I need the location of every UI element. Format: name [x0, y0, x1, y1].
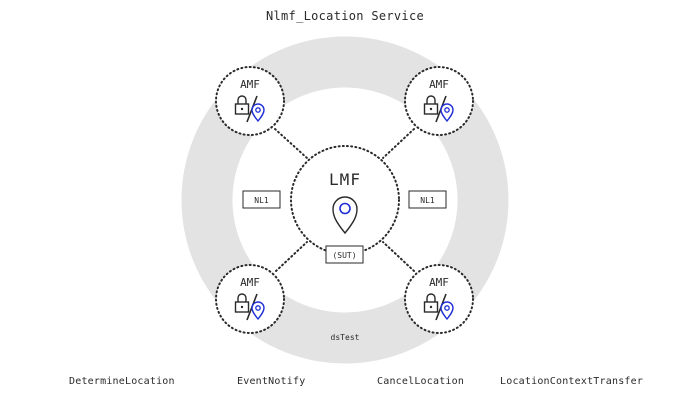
interface-nl1-right-label: NL1: [420, 196, 435, 205]
lock-icon: [423, 95, 439, 115]
lmf-label: LMF: [329, 170, 361, 189]
operation-event-notify: EventNotify: [237, 376, 306, 387]
interface-nl1-left: NL1: [242, 190, 281, 209]
sut-tag: (SUT): [325, 245, 364, 264]
amf-label: AMF: [240, 276, 260, 289]
location-pin-icon: [440, 301, 454, 321]
location-pin-icon: [251, 103, 265, 123]
lock-icon: [234, 95, 250, 115]
diagram-title: Nlmf_Location Service: [265, 9, 425, 23]
amf-label: AMF: [429, 78, 449, 91]
operation-cancel-location: CancelLocation: [377, 376, 465, 387]
dstest-ring: [181, 36, 509, 364]
connector-bottom-left: [275, 241, 308, 272]
interface-nl1-right: NL1: [408, 190, 447, 209]
connector-top-right: [382, 128, 415, 159]
connector-top-left: [274, 128, 308, 159]
connector-bottom-right: [382, 241, 415, 272]
amf-node-top-right: AMF: [404, 66, 474, 136]
location-pin-icon: [332, 196, 358, 235]
amf-node-bottom-left: AMF: [215, 264, 285, 334]
amf-label: AMF: [429, 276, 449, 289]
lock-icon: [234, 293, 250, 313]
amf-label: AMF: [240, 78, 260, 91]
lock-icon: [423, 293, 439, 313]
operation-determine-location: DetermineLocation: [69, 376, 175, 387]
lmf-node: LMF: [290, 145, 400, 255]
interface-nl1-left-label: NL1: [254, 196, 269, 205]
connectors: [274, 128, 415, 272]
operation-location-context-transfer: LocationContextTransfer: [500, 376, 644, 387]
amf-node-top-left: AMF: [215, 66, 285, 136]
location-pin-icon: [440, 103, 454, 123]
sut-tag-label: (SUT): [332, 251, 356, 260]
location-pin-icon: [251, 301, 265, 321]
amf-node-bottom-right: AMF: [404, 264, 474, 334]
ring-label: dsTest: [331, 333, 360, 342]
